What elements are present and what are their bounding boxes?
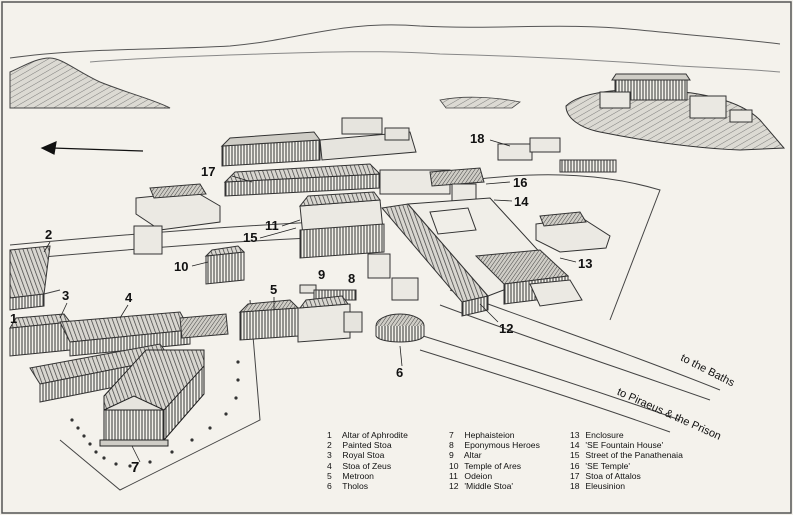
stoa-of-attalos [223,163,382,197]
hill-left [9,57,171,109]
legend-item: 17 Stoa of Attalos [570,470,641,481]
legend-item: 2 Painted Stoa [327,440,392,451]
legend-item: 11 Odeion [449,470,493,481]
legend-item: 14 'SE Fountain House' [570,440,664,451]
label-12: 12 [499,321,514,336]
legend-item: 5 Metroon [327,470,374,481]
label-18: 18 [470,131,485,146]
label-10: 10 [174,259,189,274]
metroon [238,295,363,343]
label-16: 16 [513,175,528,190]
legend-item: 4 Stoa of Zeus [327,460,392,471]
label-6: 6 [396,365,404,380]
label-2: 2 [45,227,53,242]
enclosure-buildings [474,211,611,307]
label-9: 9 [318,267,326,282]
hephaisteion [99,349,205,447]
legend-item: 3 Royal Stoa [327,450,385,461]
leader-lines [43,139,577,463]
legend-item: 16 'SE Temple' [570,460,631,471]
temple-of-ares [204,245,246,285]
acropolis [565,73,786,151]
legend-item: 10 Temple of Ares [449,460,522,471]
legend-item: 15 Street of the Panathenaia [570,450,683,461]
north-arrow-icon [40,141,144,155]
trees [70,360,240,468]
label-17: 17 [201,164,216,179]
label-7: 7 [131,459,140,476]
label-15: 15 [243,230,258,245]
legend: 1 Altar of Aphrodite 2 Painted Stoa 3 Ro… [327,430,787,512]
label-14: 14 [514,194,529,209]
areopagus-rock [439,96,521,109]
legend-column-2: 7 Hephaisteion 8 Eponymous Heroes 9 Alta… [449,430,540,491]
label-13: 13 [578,256,593,271]
label-3: 3 [62,288,70,303]
legend-item: 12 'Middle Stoa' [449,480,514,491]
label-4: 4 [125,290,133,305]
label-11: 11 [265,218,279,233]
legend-item: 8 Eponymous Heroes [449,440,540,451]
legend-column-3: 13 Enclosure 14 'SE Fountain House' 15 S… [570,430,683,491]
legend-item: 13 Enclosure [570,430,624,440]
label-1: 1 [10,311,18,326]
label-8: 8 [348,271,356,286]
painted-stoa [9,245,51,311]
tholos [375,313,425,343]
label-5: 5 [270,282,278,297]
legend-item: 6 Tholos [327,480,369,491]
legend-item: 9 Altar [449,450,482,461]
legend-item: 1 Altar of Aphrodite [327,430,408,440]
odeion [298,191,385,259]
upper-buildings [133,117,617,255]
legend-column-1: 1 Altar of Aphrodite 2 Painted Stoa 3 Ro… [327,430,408,491]
legend-item: 18 Eleusinion [570,480,626,491]
mountain-range [9,24,781,73]
altar-and-heroes [299,253,419,301]
legend-item: 7 Hephaisteion [449,430,515,440]
